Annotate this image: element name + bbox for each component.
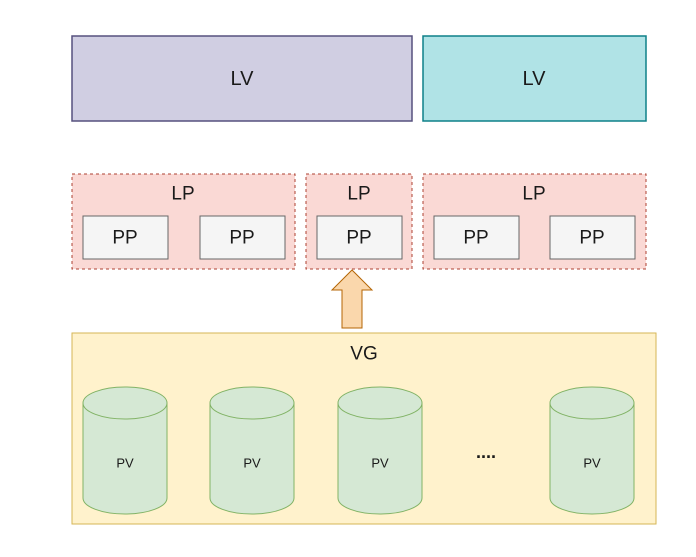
pv-label-3: PV	[371, 456, 389, 471]
up-arrow-icon	[330, 269, 374, 329]
pp-box-3-1	[433, 215, 520, 260]
pp-label-3-1: PP	[463, 228, 488, 249]
lv-box-1	[71, 35, 413, 122]
pv-label-1: PV	[116, 456, 134, 471]
lp-row: LP PP PP LP PP LP PP PP	[71, 173, 647, 270]
pv-top-4	[549, 386, 635, 420]
pv-top-2	[209, 386, 295, 420]
pp-box-3-2	[549, 215, 636, 260]
pv-ellipsis: ....	[476, 442, 496, 462]
lv-label-2: LV	[523, 68, 547, 90]
pp-label-3-2: PP	[579, 228, 604, 249]
lp-label-1: LP	[171, 184, 194, 205]
pv-cylinder-2: PV	[209, 386, 295, 515]
lv-box-2	[422, 35, 647, 122]
lv-label-1: LV	[231, 68, 255, 90]
pv-top-3	[337, 386, 423, 420]
pv-label-4: PV	[583, 456, 601, 471]
pv-cylinder-1: PV	[82, 386, 168, 515]
lp-label-3: LP	[522, 184, 545, 205]
pv-top-1	[82, 386, 168, 420]
pv-cylinder-3: PV	[337, 386, 423, 515]
pp-box-1-2	[199, 215, 286, 260]
pp-label-1-1: PP	[112, 228, 137, 249]
pv-body-4	[549, 402, 635, 515]
pv-body-2	[209, 402, 295, 515]
pv-body-1	[82, 402, 168, 515]
lp-label-2: LP	[347, 184, 370, 205]
pv-body-3	[337, 402, 423, 515]
vg-label: VG	[350, 344, 377, 365]
pp-box-2-1	[316, 215, 403, 260]
pp-label-1-2: PP	[229, 228, 254, 249]
pp-label-2-1: PP	[346, 228, 371, 249]
lv-row: LV LV	[71, 35, 647, 122]
vg-container: VG PV PV PV .... PV	[71, 332, 657, 525]
pv-cylinder-4: PV	[549, 386, 635, 515]
pp-box-1-1	[82, 215, 169, 260]
pv-label-2: PV	[243, 456, 261, 471]
